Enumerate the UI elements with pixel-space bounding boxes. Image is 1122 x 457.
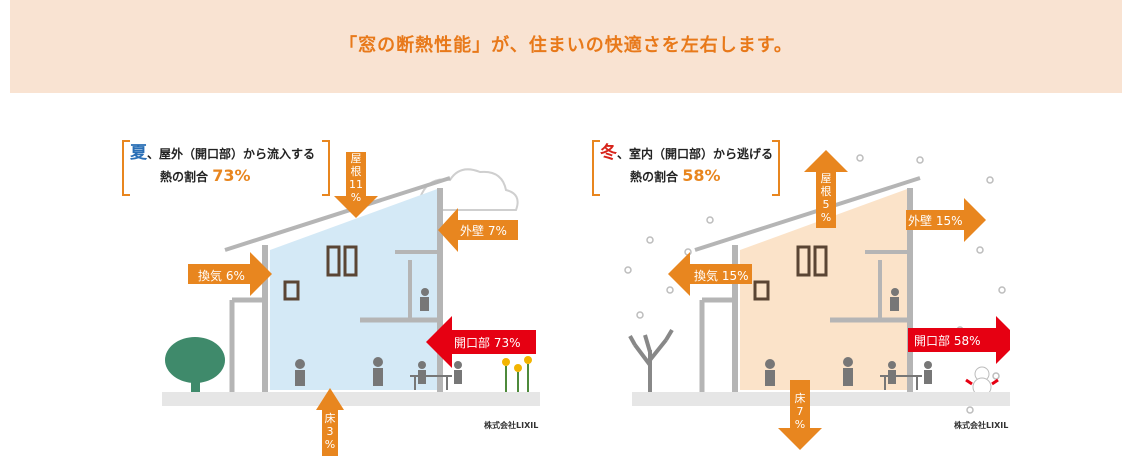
opening-label: 開口部 73%	[454, 336, 521, 350]
summer-caption: 夏、屋外（開口部）から流入する 熱の割合 73%	[130, 143, 316, 185]
header-banner: 「窓の断熱性能」が、住まいの快適さを左右します。	[10, 0, 1122, 93]
ground	[162, 392, 540, 406]
credit-text: 株式会社LIXIL	[954, 421, 1009, 430]
page-title: 「窓の断熱性能」が、住まいの快適さを左右します。	[339, 35, 793, 56]
window-icon	[283, 280, 300, 301]
person-icon	[295, 370, 305, 386]
person-icon	[454, 370, 462, 384]
roof-label: 屋根 5 %	[820, 172, 832, 224]
window-icon	[326, 245, 341, 277]
wall-label: 外壁 15%	[908, 214, 963, 228]
window-icon	[753, 280, 770, 301]
summer-house-illustration	[162, 152, 540, 456]
person-icon	[420, 297, 429, 311]
opening-heat-arrow	[908, 316, 1010, 364]
roof-label: 屋根 11 %	[349, 152, 363, 204]
person-icon	[890, 297, 899, 311]
roof	[694, 176, 921, 252]
vent-label: 換気 6%	[198, 269, 245, 283]
person-icon	[843, 368, 853, 386]
roof-heat-arrow	[334, 152, 378, 218]
vent-label: 換気 15%	[694, 269, 749, 283]
wall-label: 外壁 7%	[460, 224, 507, 238]
floor-label: 床 3 %	[324, 412, 336, 451]
vent-heat-arrow	[188, 252, 272, 296]
window-icon	[813, 245, 828, 277]
winter-caption: 冬、室内（開口部）から逃げる 熱の割合 58%	[600, 143, 774, 185]
sunflower-icon	[524, 356, 532, 364]
roof-heat-arrow	[804, 150, 848, 228]
credit-text: 株式会社LIXIL	[484, 421, 539, 430]
floor-heat-arrow	[778, 380, 822, 450]
window-icon	[343, 245, 358, 277]
tree-icon	[165, 337, 225, 383]
floor-label: 床 7 %	[794, 392, 806, 431]
ground	[632, 392, 1010, 406]
interior-fill	[270, 188, 440, 390]
person-icon	[765, 370, 775, 386]
opening-label: 開口部 58%	[914, 334, 981, 348]
winter-house-illustration	[624, 150, 1010, 450]
roof	[224, 176, 451, 252]
bare-tree-icon	[628, 328, 674, 392]
interior-fill	[740, 188, 910, 390]
person-icon	[373, 368, 383, 386]
person-icon	[924, 370, 932, 384]
wall-heat-arrow	[906, 198, 986, 242]
floor-heat-arrow	[316, 388, 344, 456]
opening-heat-arrow	[426, 316, 536, 368]
summer-diagram: 夏、屋外（開口部）から流入する 熱の割合 73% 屋根 11 % 外壁 7% 換…	[122, 140, 540, 456]
wall-heat-arrow	[438, 208, 518, 252]
window-icon	[796, 245, 811, 277]
vent-heat-arrow	[668, 252, 752, 296]
winter-diagram: 冬、室内（開口部）から逃げる 熱の割合 58% 屋根 5 % 外壁 15% 換気…	[592, 140, 1010, 456]
